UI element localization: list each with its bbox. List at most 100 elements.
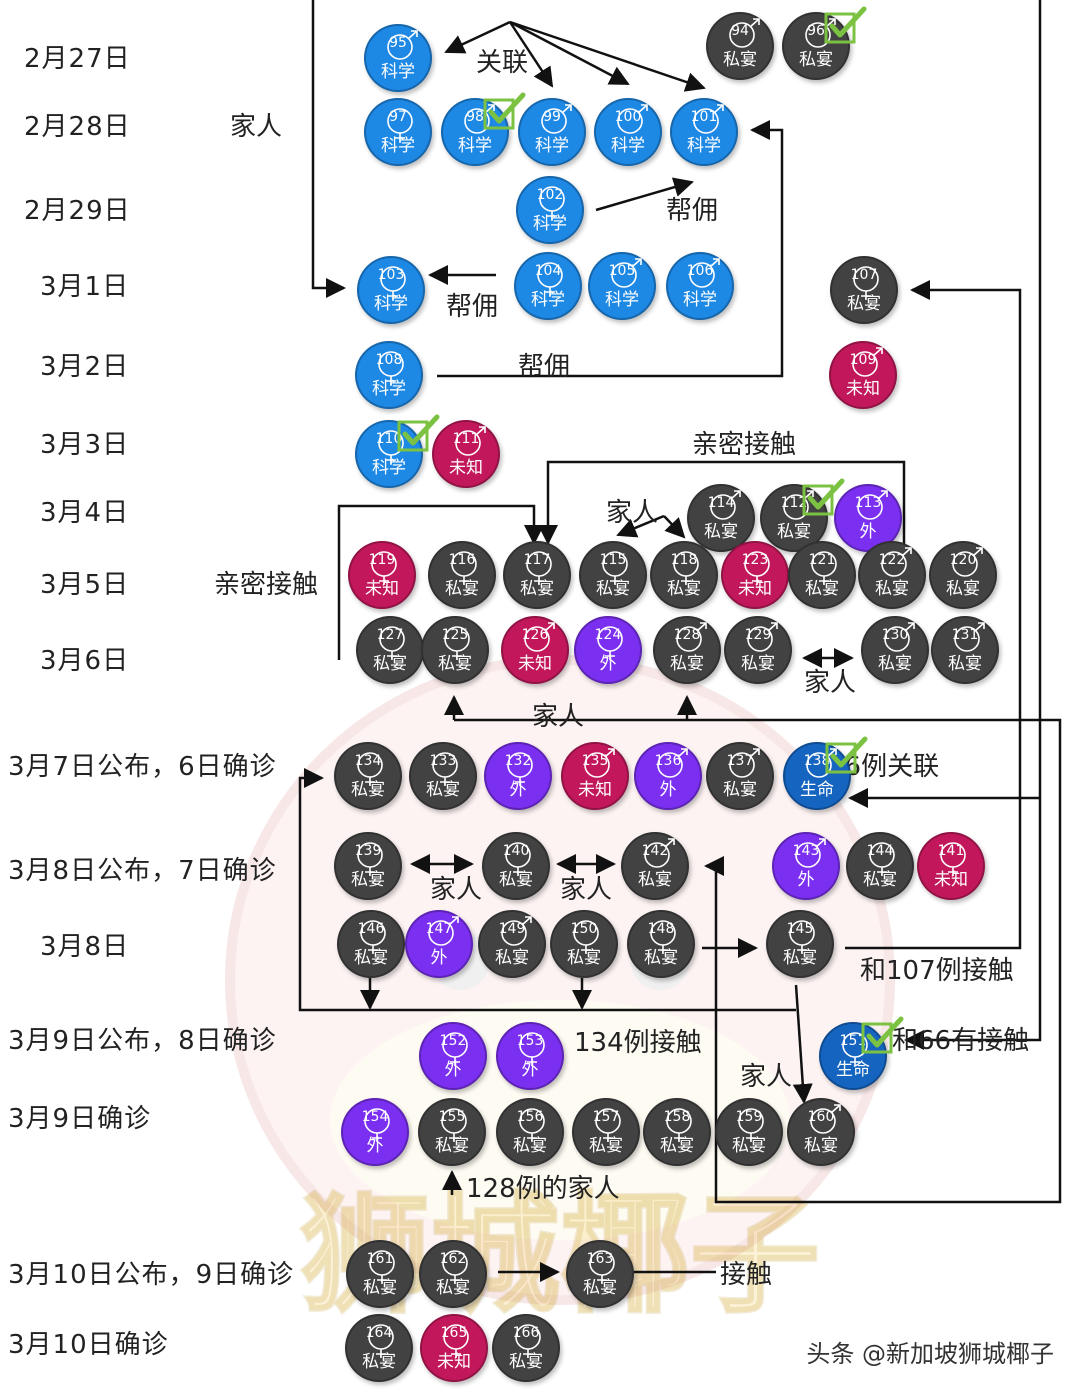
- date-label: 2月27日: [24, 44, 131, 74]
- checkmark-icon: [861, 1016, 904, 1054]
- case-number: 154: [361, 1109, 389, 1125]
- case-number: 118: [670, 552, 698, 568]
- date-label: 3月10日确诊: [8, 1330, 169, 1360]
- date-label: 3月3日: [40, 430, 130, 460]
- case-category: 科学: [531, 290, 565, 310]
- case-number: 158: [663, 1109, 691, 1125]
- case-category: 私宴: [509, 1352, 543, 1372]
- case-number: 166: [512, 1325, 540, 1341]
- case-number: 141: [937, 843, 965, 859]
- male-symbol-icon: [852, 347, 883, 377]
- case-category: 科学: [611, 136, 645, 156]
- case-number: 95: [389, 35, 407, 51]
- case-number: 159: [735, 1109, 763, 1125]
- case-number: 160: [807, 1109, 835, 1125]
- case-category: 私宴: [799, 50, 833, 70]
- male-symbol-icon: [676, 622, 707, 652]
- case-number: 149: [498, 921, 526, 937]
- case-category: 生命: [836, 1060, 870, 1080]
- case-number: 127: [376, 627, 404, 643]
- case-number: 137: [726, 753, 754, 769]
- male-symbol-icon: [501, 916, 532, 946]
- case-category: 科学: [535, 136, 569, 156]
- female-symbol-icon: [444, 626, 470, 660]
- female-symbol-icon: [589, 1250, 615, 1284]
- male-symbol-icon: [747, 622, 778, 652]
- case-category: 未知: [518, 654, 552, 674]
- relation-label: 和66有接触: [892, 1026, 1030, 1056]
- female-symbol-icon: [842, 1032, 868, 1066]
- case-number: 163: [586, 1251, 614, 1267]
- female-symbol-icon: [360, 920, 386, 954]
- case-number: 113: [854, 495, 882, 511]
- relation-label: 和107例接触: [860, 956, 1014, 986]
- case-category: 私宴: [351, 780, 385, 800]
- case-number: 144: [866, 843, 894, 859]
- case-category: 科学: [458, 136, 492, 156]
- case-number: 148: [647, 921, 675, 937]
- relation-label: 家人: [560, 875, 613, 905]
- case-number: 102: [536, 187, 564, 203]
- case-number: 131: [951, 627, 979, 643]
- case-number: 135: [581, 753, 609, 769]
- case-category: 外: [859, 522, 877, 542]
- case-number: 152: [439, 1033, 467, 1049]
- case-number: 114: [707, 495, 735, 511]
- case-category: 科学: [381, 136, 415, 156]
- case-category: 未知: [449, 458, 483, 478]
- case-category: 未知: [934, 870, 968, 890]
- case-number: 164: [365, 1325, 393, 1341]
- relation-label: 关联: [476, 48, 529, 78]
- relation-label: 亲密接触: [692, 430, 797, 460]
- female-symbol-icon: [573, 920, 599, 954]
- case-number: 108: [375, 352, 403, 368]
- checkmark-icon: [824, 6, 867, 44]
- relation-label: 134例接触: [574, 1028, 702, 1058]
- case-number: 110: [375, 431, 403, 447]
- male-symbol-icon: [881, 547, 912, 577]
- male-symbol-icon: [710, 490, 741, 520]
- case-category: 私宴: [589, 1136, 623, 1156]
- checkmark-icon: [397, 414, 440, 452]
- female-symbol-icon: [789, 920, 815, 954]
- case-number: 97: [389, 109, 407, 125]
- case-category: 私宴: [426, 780, 460, 800]
- relation-label: 帮佣: [666, 196, 719, 226]
- date-label: 3月9日公布，8日确诊: [8, 1026, 277, 1056]
- case-category: 私宴: [878, 654, 912, 674]
- relation-label: 亲密接触: [214, 570, 319, 600]
- case-number: 140: [502, 843, 530, 859]
- case-category: 科学: [372, 458, 406, 478]
- case-number: 115: [599, 552, 627, 568]
- case-category: 私宴: [667, 579, 701, 599]
- female-symbol-icon: [537, 262, 563, 296]
- relation-label: 家人: [606, 498, 659, 528]
- case-category: 科学: [683, 290, 717, 310]
- case-number: 117: [523, 552, 551, 568]
